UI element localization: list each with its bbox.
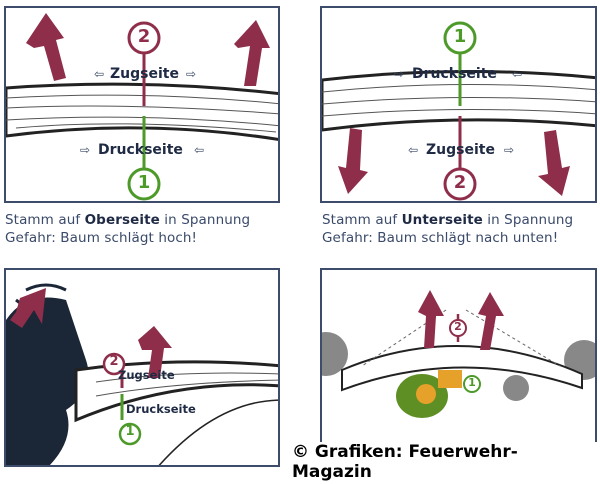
label-zugseite: Zugseite: [110, 66, 179, 82]
arrow-left-up: [10, 288, 46, 328]
number-two: 2: [454, 320, 462, 333]
circle-1: [443, 21, 477, 55]
circle-1: [127, 167, 161, 201]
circle-2: [127, 21, 161, 55]
label-druckseite: Druckseite: [126, 402, 196, 416]
svg-text:⇦: ⇦: [408, 143, 418, 157]
caption-top-tension: Stamm auf Oberseite in Spannung Gefahr: …: [5, 212, 251, 246]
number-one: 1: [125, 424, 135, 439]
number-two: 2: [453, 172, 467, 193]
number-one: 1: [468, 376, 476, 389]
svg-text:⇨: ⇨: [504, 143, 514, 157]
panel-top-tension: ⇦ ⇨ ⇨ ⇦ 2 1 Zugseite Druckseite: [4, 6, 280, 203]
label-zugseite: Zugseite: [426, 142, 495, 158]
number-two: 2: [137, 26, 151, 47]
svg-text:⇦: ⇦: [94, 67, 104, 81]
number-one: 1: [137, 172, 151, 193]
label-druckseite: Druckseite: [98, 142, 183, 158]
svg-text:⇨: ⇨: [80, 143, 90, 157]
arrow-up-left: [26, 13, 66, 81]
svg-text:⇦: ⇦: [194, 143, 204, 157]
arrow-up-right: [478, 292, 504, 350]
arrow-up-right: [138, 326, 172, 378]
number-one: 1: [453, 26, 467, 47]
label-zugseite: Zugseite: [118, 368, 175, 382]
arrow-up-left: [418, 290, 444, 348]
arrow-up-right: [234, 20, 270, 86]
circle-2: [443, 167, 477, 201]
panel-cutting-position: 2 1: [320, 268, 597, 467]
svg-text:⇦: ⇦: [512, 67, 522, 81]
label-druckseite: Druckseite: [412, 66, 497, 82]
svg-text:⇨: ⇨: [186, 67, 196, 81]
arrow-down-left: [338, 128, 368, 194]
panel-4-illustration: [322, 290, 595, 418]
svg-text:⇨: ⇨: [394, 67, 404, 81]
panel-3-illustration: [6, 283, 278, 465]
panel-1-illustration: ⇦ ⇨ ⇨ ⇦: [6, 13, 278, 201]
panel-bottom-tension: ⇨ ⇦ ⇦ ⇨ 1 2 Druckseite Zugseite: [320, 6, 597, 203]
image-credit: © Grafiken: Feuerwehr-Magazin: [288, 442, 600, 484]
panel-rootball-tension: 2 1 Zugseite Druckseite: [4, 268, 280, 467]
number-two: 2: [109, 354, 119, 369]
panel-2-illustration: ⇨ ⇦ ⇦ ⇨: [322, 21, 595, 201]
caption-bottom-tension: Stamm auf Unterseite in Spannung Gefahr:…: [322, 212, 574, 246]
arrow-down-right: [538, 130, 570, 196]
